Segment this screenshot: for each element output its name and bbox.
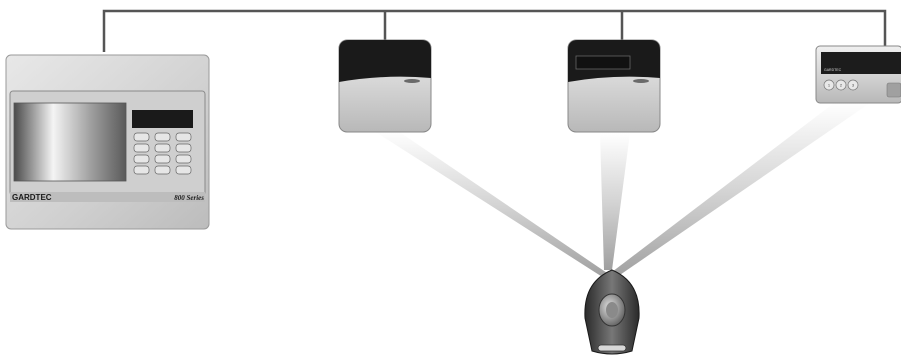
control-panel-key[interactable] [134, 155, 149, 163]
key-fob-icon [585, 270, 639, 354]
beam-to-reader-1 [374, 131, 610, 278]
control-panel-key[interactable] [176, 144, 191, 152]
control-panel-key[interactable] [134, 144, 149, 152]
control-panel-brand: GARDTEC [12, 193, 52, 202]
control-panel-key[interactable] [155, 144, 170, 152]
control-panel-key[interactable] [155, 155, 170, 163]
control-panel-key[interactable] [176, 155, 191, 163]
control-panel-key[interactable] [176, 166, 191, 174]
proximity-reader-icon [339, 40, 431, 132]
lcd-keypad-icon [568, 40, 660, 132]
control-panel-key[interactable] [134, 133, 149, 141]
lcd-display [576, 56, 630, 69]
bus-wiring [104, 11, 885, 52]
control-panel-key[interactable] [155, 166, 170, 174]
control-panel-key[interactable] [134, 166, 149, 174]
control-panel-key[interactable] [155, 133, 170, 141]
control-panel-series: 800 Series [174, 194, 204, 202]
control-panel-key[interactable] [176, 133, 191, 141]
control-panel: GARDTEC 800 Series [6, 55, 209, 229]
beam-to-reader-2 [600, 133, 630, 270]
control-panel-icon [14, 103, 126, 181]
slim-keypad-brand: GARDTEC [824, 68, 842, 72]
control-panel-display [132, 110, 193, 128]
